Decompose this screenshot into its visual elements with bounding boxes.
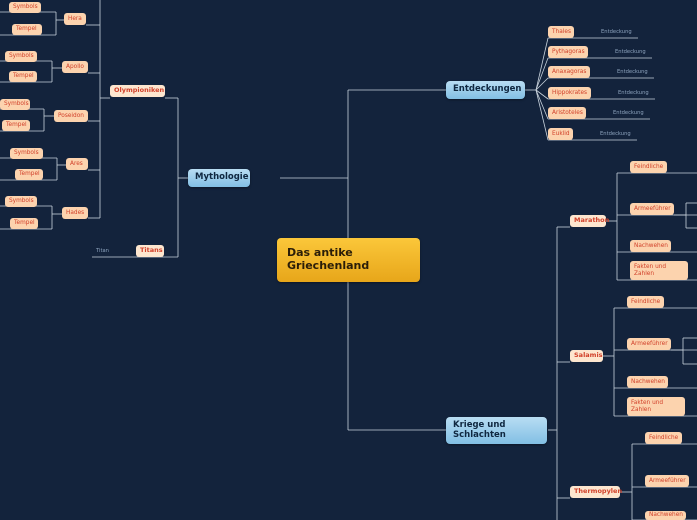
leaf-label: Nachwehen xyxy=(649,512,683,519)
person-pythagoras[interactable]: Pythagoras xyxy=(548,46,588,58)
marathon-fakten-und-zahlen[interactable]: Fakten und Zahlen xyxy=(630,261,688,280)
apollo-symbols[interactable]: Symbols xyxy=(5,51,37,62)
topic-label: Kriege und Schlachten xyxy=(453,419,506,440)
leaf-label: Feindliche xyxy=(649,434,679,441)
leaf-label: Fakten und Zahlen xyxy=(634,263,667,277)
hades-symbols[interactable]: Symbols xyxy=(5,196,37,207)
topic-label: Entdeckungen xyxy=(453,84,522,95)
god-ares[interactable]: Ares xyxy=(66,158,88,170)
titan-label[interactable]: Titan xyxy=(96,248,109,256)
leaf-label: Symbols xyxy=(13,4,38,11)
entdeckung-text: Entdeckung xyxy=(617,69,648,76)
god-label: Hades xyxy=(66,209,85,216)
god-poseidon[interactable]: Poseidon xyxy=(54,110,88,122)
leaf-label: Armeeführer xyxy=(634,205,671,212)
leaf-label: Feindliche xyxy=(634,163,664,170)
hera-tempel[interactable]: Tempel xyxy=(12,24,42,35)
entdeckung-label[interactable]: Entdeckung xyxy=(618,90,649,98)
leaf-label: Symbols xyxy=(14,150,39,157)
entdeckung-text: Entdeckung xyxy=(618,90,649,97)
marathon-nachwehen[interactable]: Nachwehen xyxy=(630,240,671,252)
thermopylen-nachwehen[interactable]: Nachwehen xyxy=(645,511,686,520)
leaf-label: Tempel xyxy=(14,220,35,227)
topic-mythologie[interactable]: Mythologie xyxy=(188,169,250,187)
leaf-label: Tempel xyxy=(19,171,40,178)
entdeckung-text: Entdeckung xyxy=(601,29,632,36)
leaf-label: Symbols xyxy=(4,101,29,108)
entdeckung-label[interactable]: Entdeckung xyxy=(613,110,644,118)
topic-entdeckungen[interactable]: Entdeckungen xyxy=(446,81,525,99)
entdeckung-label[interactable]: Entdeckung xyxy=(600,131,631,139)
person-euklid[interactable]: Euklid xyxy=(548,128,573,140)
entdeckung-text: Entdeckung xyxy=(613,110,644,117)
god-label: Apollo xyxy=(66,63,84,70)
leaf-label: Nachwehen xyxy=(631,378,665,385)
god-hades[interactable]: Hades xyxy=(62,207,88,219)
entdeckung-label[interactable]: Entdeckung xyxy=(615,49,646,57)
apollo-tempel[interactable]: Tempel xyxy=(9,71,37,82)
leaf-label: Tempel xyxy=(13,73,34,80)
god-apollo[interactable]: Apollo xyxy=(62,61,88,73)
battle-thermopylen[interactable]: Thermopylen xyxy=(570,486,623,498)
hades-tempel[interactable]: Tempel xyxy=(10,218,38,229)
leaf-label: Tempel xyxy=(16,26,37,33)
leaf-label: Symbols xyxy=(9,198,34,205)
salamis-fakten-und-zahlen[interactable]: Fakten und Zahlen xyxy=(627,397,685,416)
person-label: Pythagoras xyxy=(552,48,585,55)
person-label: Euklid xyxy=(552,130,570,137)
battle-salamis[interactable]: Salamis xyxy=(570,350,603,362)
person-label: Hippokrates xyxy=(552,89,588,96)
titan-text: Titan xyxy=(96,248,109,255)
thermopylen-feindliche[interactable]: Feindliche xyxy=(645,432,682,444)
leaf-label: Feindliche xyxy=(631,298,661,305)
salamis-nachwehen[interactable]: Nachwehen xyxy=(627,376,668,388)
entdeckung-text: Entdeckung xyxy=(600,131,631,138)
root-title: Das antike Griechenland xyxy=(287,246,370,272)
ares-symbols[interactable]: Symbols xyxy=(10,148,43,159)
leaf-label: Armeeführer xyxy=(631,340,668,347)
subtopic-label: Olympioniken xyxy=(114,86,165,95)
ares-tempel[interactable]: Tempel xyxy=(15,169,43,180)
god-hera[interactable]: Hera xyxy=(64,13,86,25)
subtopic-titans[interactable]: Titans xyxy=(136,245,164,257)
god-label: Poseidon xyxy=(58,112,84,119)
person-label: Aristoteles xyxy=(552,109,583,116)
battle-label: Thermopylen xyxy=(574,487,623,496)
topic-kriege-und-schlachten[interactable]: Kriege und Schlachten xyxy=(446,417,547,444)
subtopic-olympioniken[interactable]: Olympioniken xyxy=(110,85,165,97)
person-label: Anaxagoras xyxy=(552,68,587,75)
poseidon-symbols[interactable]: Symbols xyxy=(0,99,30,110)
god-label: Ares xyxy=(70,160,83,167)
hera-symbols[interactable]: Symbols xyxy=(9,2,41,13)
person-label: Thales xyxy=(552,28,571,35)
person-aristoteles[interactable]: Aristoteles xyxy=(548,107,586,119)
salamis-feindliche[interactable]: Feindliche xyxy=(627,296,664,308)
topic-label: Mythologie xyxy=(195,172,249,183)
marathon-feindliche[interactable]: Feindliche xyxy=(630,161,667,173)
entdeckung-label[interactable]: Entdeckung xyxy=(617,69,648,77)
root-topic[interactable]: Das antike Griechenland xyxy=(277,238,420,282)
marathon-armeefuehrer[interactable]: Armeeführer xyxy=(630,203,674,215)
leaf-label: Tempel xyxy=(6,122,27,129)
battle-label: Marathon xyxy=(574,216,610,225)
entdeckung-text: Entdeckung xyxy=(615,49,646,56)
person-anaxagoras[interactable]: Anaxagoras xyxy=(548,66,590,78)
person-hippokrates[interactable]: Hippokrates xyxy=(548,87,591,99)
god-label: Hera xyxy=(68,15,82,22)
poseidon-tempel[interactable]: Tempel xyxy=(2,120,30,131)
leaf-label: Nachwehen xyxy=(634,242,668,249)
battle-marathon[interactable]: Marathon xyxy=(570,215,610,227)
person-thales[interactable]: Thales xyxy=(548,26,574,38)
leaf-label: Fakten und Zahlen xyxy=(631,399,664,413)
leaf-label: Symbols xyxy=(9,53,34,60)
thermopylen-armeefuehrer[interactable]: Armeeführer xyxy=(645,475,689,487)
salamis-armeefuehrer[interactable]: Armeeführer xyxy=(627,338,671,350)
entdeckung-label[interactable]: Entdeckung xyxy=(601,29,632,37)
leaf-label: Armeeführer xyxy=(649,477,686,484)
battle-label: Salamis xyxy=(574,351,603,360)
subtopic-label: Titans xyxy=(140,246,163,255)
